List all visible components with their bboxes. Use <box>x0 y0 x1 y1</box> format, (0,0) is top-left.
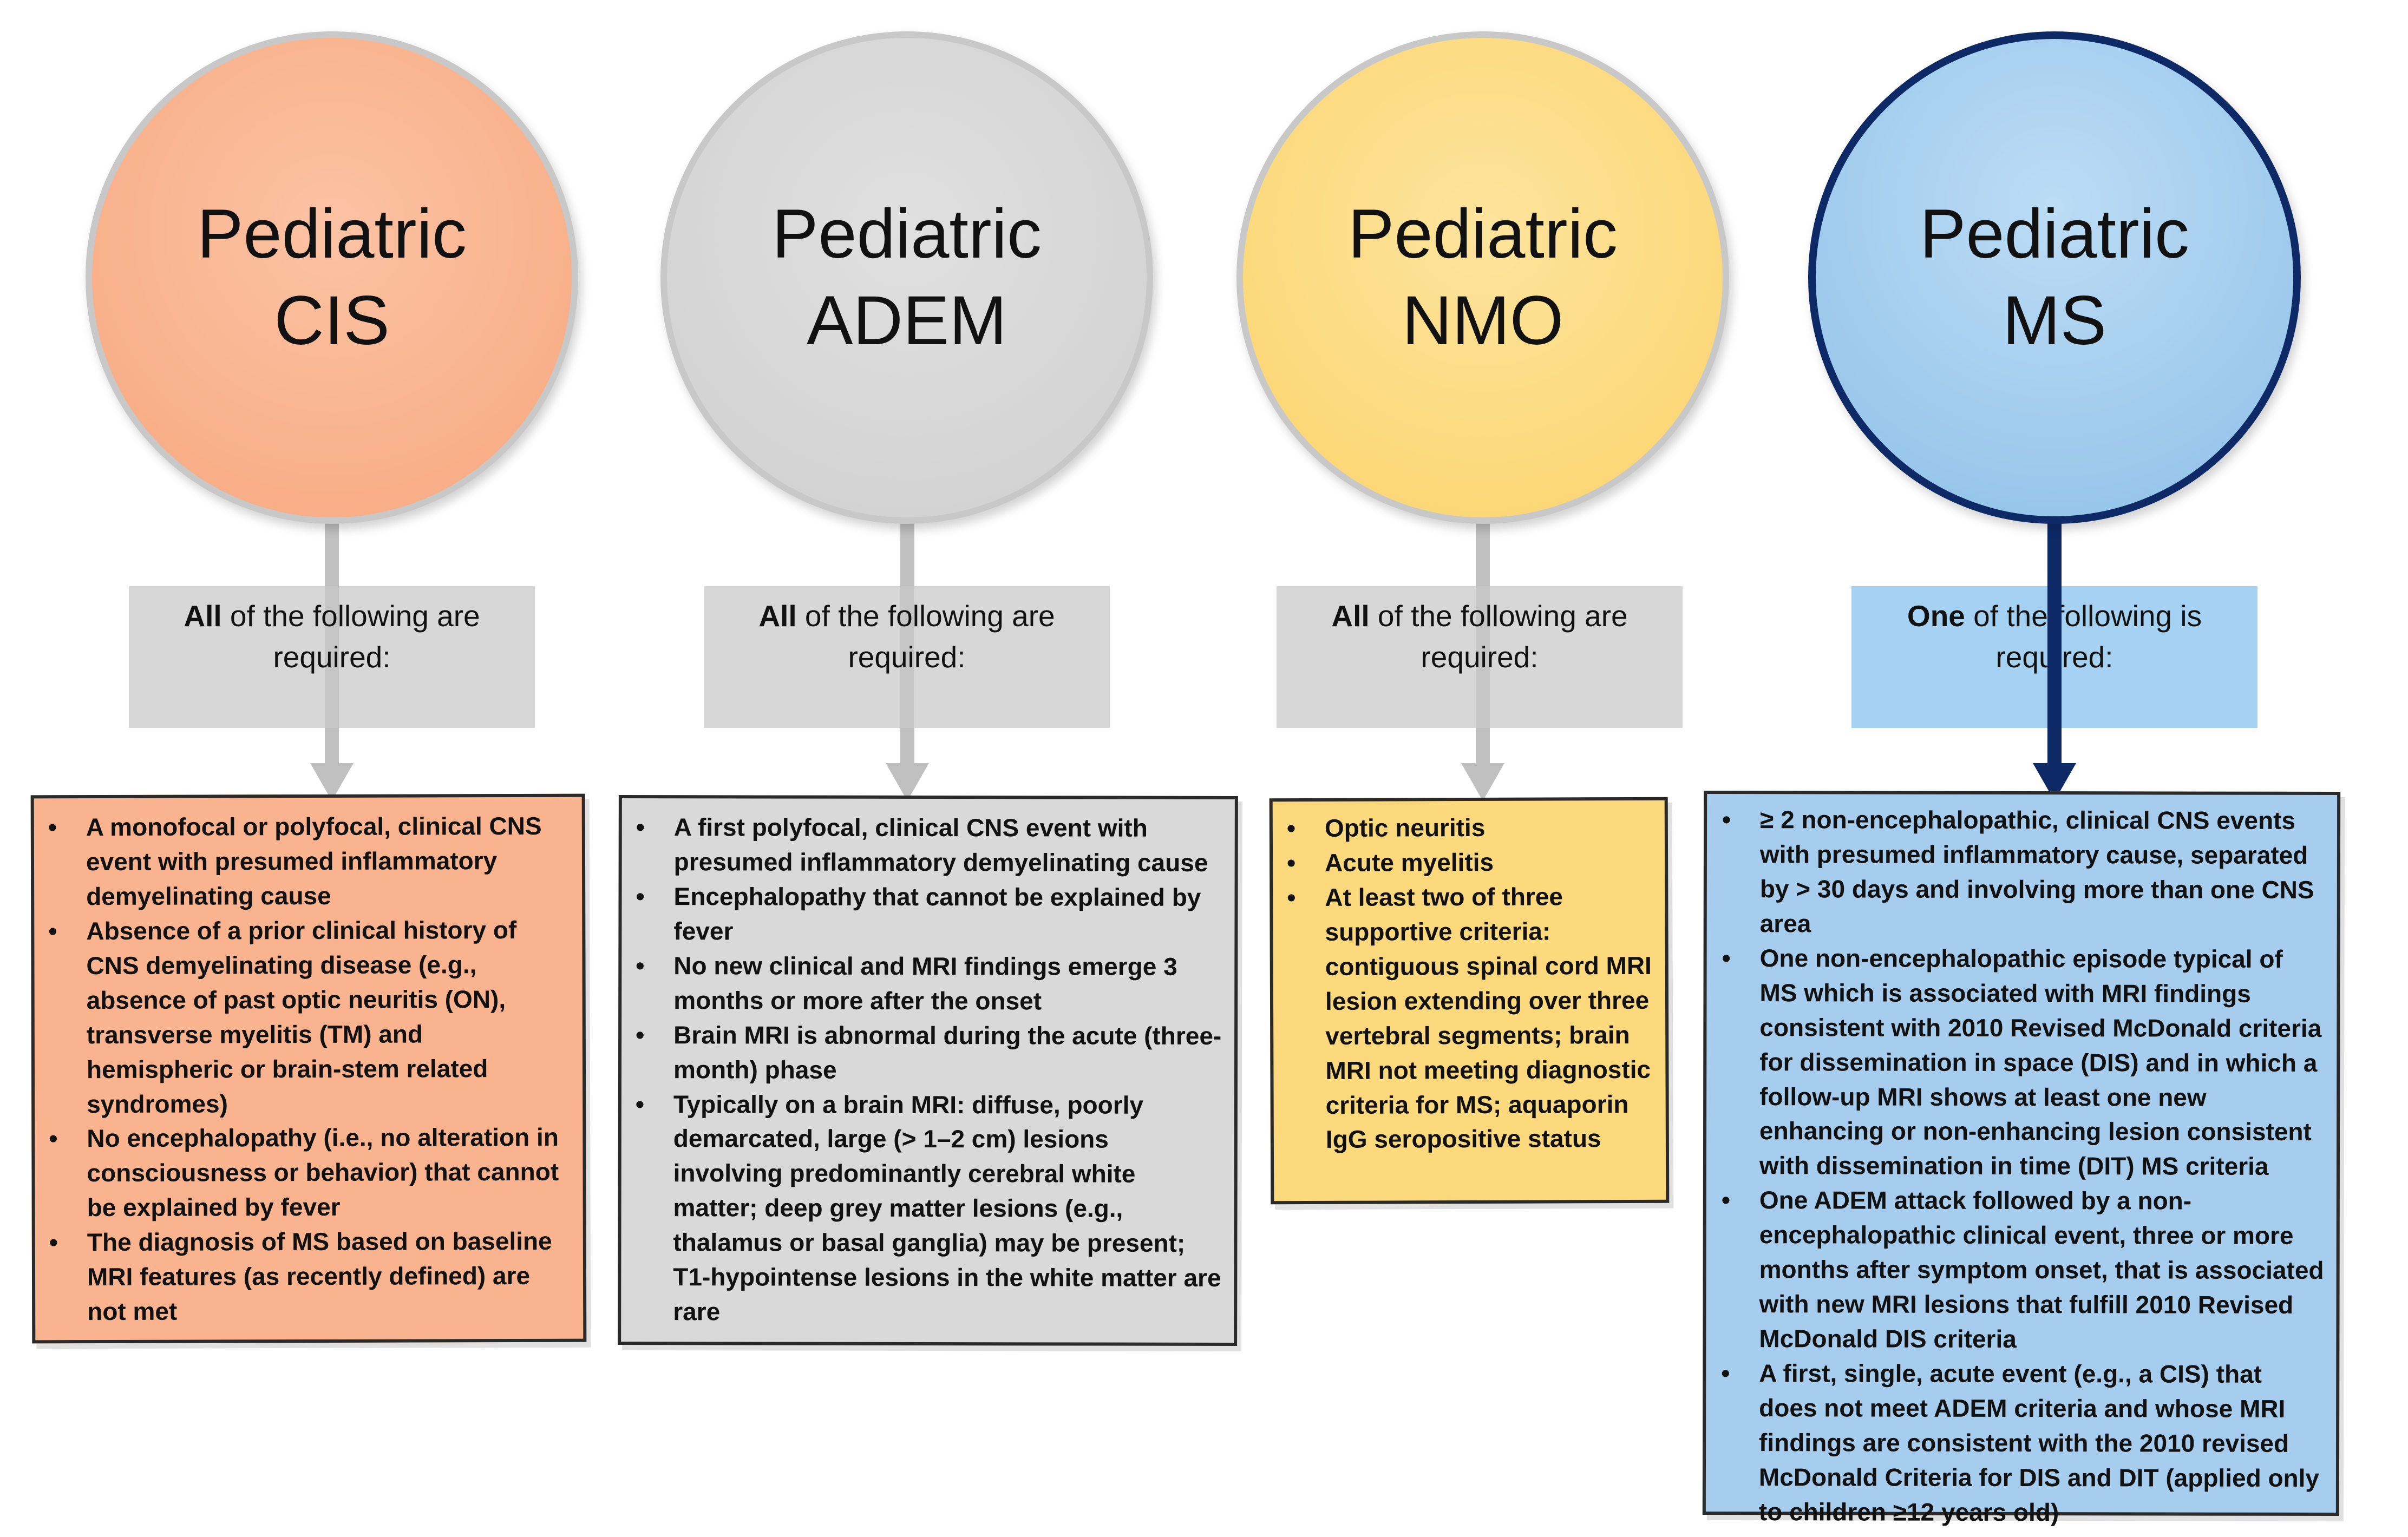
requirement-box: All of the following are required: <box>1277 586 1683 728</box>
criteria-item: Encephalopathy that cannot be explained … <box>673 879 1223 950</box>
circle-pediatric-adem: Pediatric ADEM <box>660 31 1153 524</box>
criteria-item: Optic neuritis <box>1325 810 1654 846</box>
criteria-list: A first polyfocal, clinical CNS event wi… <box>621 810 1224 1330</box>
requirement-text: of the following are required: <box>221 599 480 674</box>
circle-title-line2: ADEM <box>807 282 1007 359</box>
requirement-quantifier: All <box>1331 599 1370 633</box>
criteria-item: Typically on a brain MRI: diffuse, poorl… <box>673 1087 1223 1330</box>
arrowhead-icon <box>1461 763 1504 801</box>
criteria-item: Acute myelitis <box>1325 845 1654 881</box>
criteria-item: ≥ 2 non-encephalopathic, clinical CNS ev… <box>1760 803 2326 942</box>
criteria-card: Optic neuritis Acute myelitis At least t… <box>1269 797 1670 1205</box>
criteria-card: A first polyfocal, clinical CNS event wi… <box>618 795 1238 1346</box>
requirement-box: All of the following are required: <box>129 586 535 728</box>
circle-pediatric-ms: Pediatric MS <box>1808 31 2301 524</box>
criteria-list: Optic neuritis Acute myelitis At least t… <box>1273 810 1655 1158</box>
circle-pediatric-nmo: Pediatric NMO <box>1236 31 1729 524</box>
criteria-item: A monofocal or polyfocal, clinical CNS e… <box>86 809 571 914</box>
criteria-card: A monofocal or polyfocal, clinical CNS e… <box>30 793 587 1344</box>
criteria-card: ≥ 2 non-encephalopathic, clinical CNS ev… <box>1702 790 2341 1526</box>
column-ms: One of the following is required: Pediat… <box>1702 0 2408 1537</box>
criteria-item: At least two of three supportive criteri… <box>1325 879 1655 1158</box>
criteria-item: Absence of a prior clinical history of C… <box>86 913 572 1122</box>
requirement-quantifier: All <box>184 599 222 633</box>
connector-line <box>2047 520 2062 768</box>
requirement-text: of the following is required: <box>1973 599 2202 674</box>
criteria-item: A first polyfocal, clinical CNS event wi… <box>674 810 1224 881</box>
circle-title-line1: Pediatric <box>197 195 467 273</box>
column-adem: Pediatric ADEM All of the following are … <box>602 0 1238 1537</box>
criteria-item: One non-encephalopathic episode typical … <box>1759 941 2326 1184</box>
requirement-quantifier: One <box>1907 599 1965 633</box>
criteria-item: No new clinical and MRI findings emerge … <box>673 949 1223 1019</box>
circle-title-line1: Pediatric <box>1348 195 1618 273</box>
requirement-text: of the following are required: <box>1369 599 1628 674</box>
circle-title-line1: Pediatric <box>1920 195 2189 273</box>
circle-pediatric-cis: Pediatric CIS <box>86 31 578 524</box>
requirement-quantifier: All <box>758 599 797 633</box>
requirement-text: of the following are required: <box>796 599 1055 674</box>
circle-title-line2: CIS <box>274 282 390 359</box>
criteria-item: No encephalopathy (i.e., no alteration i… <box>87 1120 572 1225</box>
criteria-item: A first, single, acute event (e.g., a CI… <box>1759 1356 2326 1531</box>
arrowhead-icon <box>886 763 929 801</box>
criteria-item: The diagnosis of MS based on baseline MR… <box>87 1224 572 1329</box>
criteria-list: A monofocal or polyfocal, clinical CNS e… <box>34 809 573 1330</box>
criteria-list: ≥ 2 non-encephalopathic, clinical CNS ev… <box>1706 803 2326 1531</box>
requirement-box: All of the following are required: <box>704 586 1110 728</box>
circle-title-line2: MS <box>2003 282 2106 359</box>
criteria-item: One ADEM attack followed by a non-enceph… <box>1759 1183 2326 1357</box>
column-cis: Pediatric CIS All of the following are r… <box>0 0 602 1537</box>
circle-title-line1: Pediatric <box>772 195 1042 273</box>
criteria-item: Brain MRI is abnormal during the acute (… <box>673 1018 1223 1088</box>
column-nmo: Pediatric NMO All of the following are r… <box>1204 0 1806 1537</box>
circle-title-line2: NMO <box>1402 282 1564 359</box>
